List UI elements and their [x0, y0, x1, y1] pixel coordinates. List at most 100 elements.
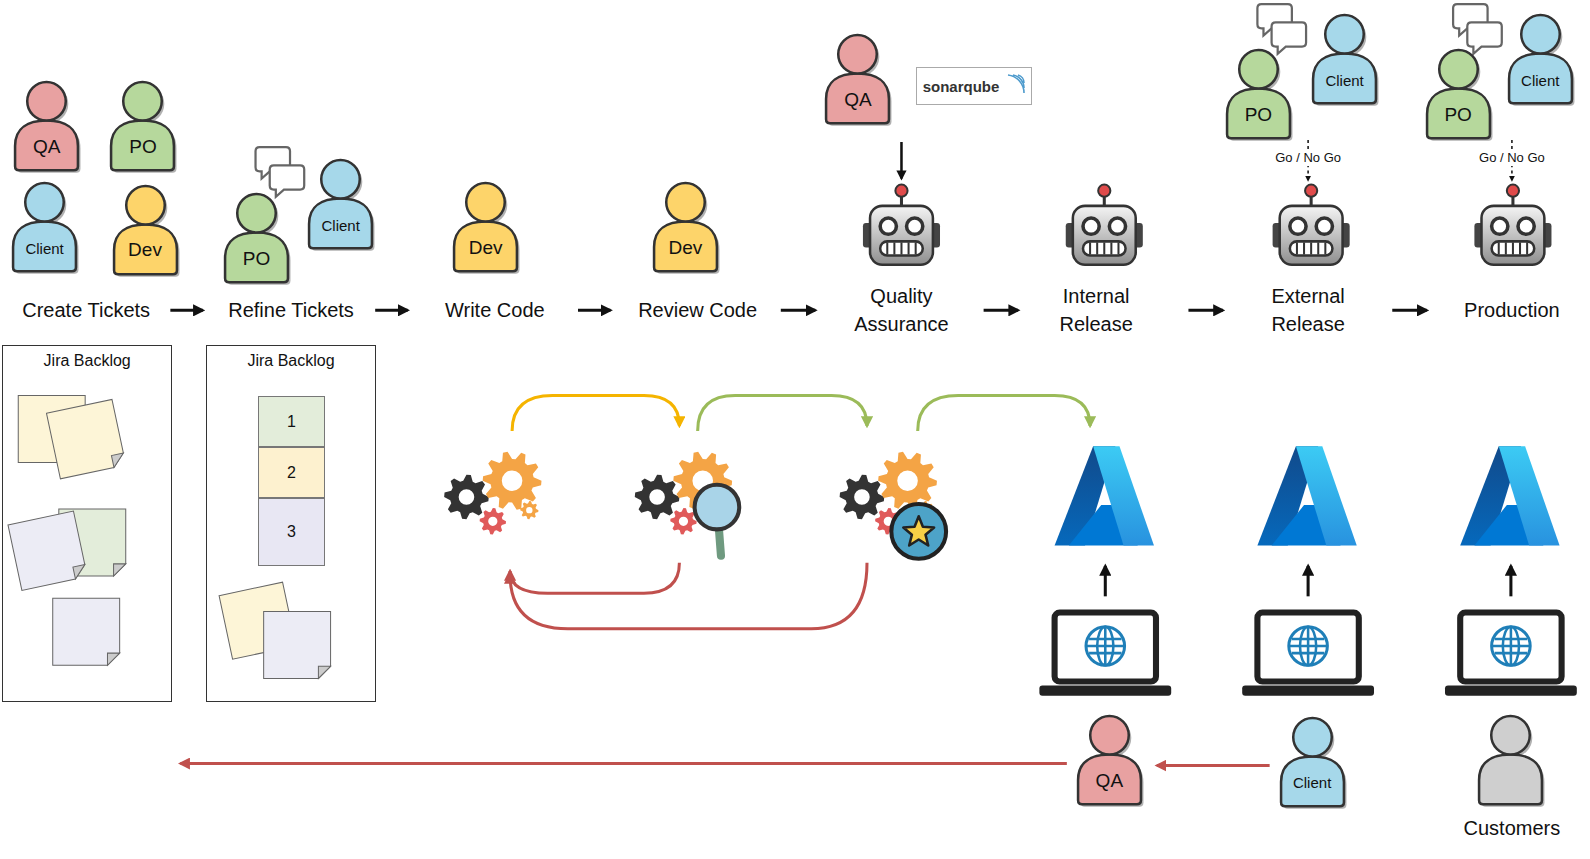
tool-logo: sonarqube: [916, 67, 1033, 106]
robot-grill: [1526, 242, 1528, 254]
sticky-note: [264, 612, 331, 679]
laptop-screen: [1055, 613, 1156, 682]
gate-label: Go / No Go: [1477, 150, 1547, 166]
person-body: [13, 222, 76, 272]
robot-head: [870, 206, 933, 265]
flow-arrow: [1392, 309, 1426, 312]
person-label-area: Client: [304, 204, 377, 247]
person-node: PO: [106, 79, 182, 175]
robot-light: [1507, 185, 1519, 197]
backlog-card: 2: [258, 447, 326, 498]
person-body: [1509, 54, 1572, 104]
note-fold: [114, 564, 126, 576]
laptop-screen: [1257, 613, 1358, 682]
person-label: Dev: [669, 237, 703, 259]
person-head: [27, 82, 66, 121]
globe: [1492, 627, 1531, 666]
person-label: PO: [1245, 104, 1272, 126]
gear: [483, 452, 542, 510]
person-head: [1521, 15, 1560, 54]
robot-eye: [1290, 218, 1306, 234]
box-heading-area: Jira Backlog: [207, 352, 375, 370]
gear: [444, 475, 489, 520]
box-heading: Jira Backlog: [3, 352, 171, 370]
robot-grill: [886, 242, 888, 254]
person-node: Dev: [649, 180, 725, 276]
robot-mouth: [1083, 241, 1126, 255]
person-head: [1293, 718, 1332, 757]
robot-eye: [1316, 218, 1332, 234]
robot-head: [1280, 206, 1343, 265]
person-node: PO: [220, 191, 296, 287]
person-node: PO: [1222, 47, 1298, 143]
robot-icon: [1066, 185, 1143, 265]
magnifier-lens: [695, 485, 740, 530]
gear: [878, 452, 937, 510]
stage-label: Production: [1446, 296, 1578, 324]
robot-mouth: [1492, 241, 1535, 255]
laptop-icon: [1445, 613, 1577, 696]
person-icon: [1073, 713, 1149, 809]
person-node: Customers: [1456, 713, 1568, 843]
laptop-base: [1039, 686, 1171, 696]
robot-grill: [1505, 242, 1507, 254]
note-fold: [318, 666, 330, 678]
robot-light: [1305, 185, 1317, 197]
backlog-box: Jira Backlog123: [206, 345, 376, 702]
note-fold: [111, 453, 125, 467]
person-label-area: QA: [1073, 760, 1146, 803]
person-body: [1313, 54, 1376, 104]
stage-label: Internal Release: [1040, 282, 1152, 338]
logo-wave: [1008, 75, 1024, 93]
deploy-arrow: [1307, 566, 1310, 596]
person-label: Client: [1325, 72, 1363, 89]
person-label: Client: [25, 240, 63, 257]
person-icon: [649, 180, 725, 276]
gear: [480, 508, 506, 534]
stage-label: External Release: [1247, 282, 1369, 338]
deploy-arrow: [1104, 566, 1107, 596]
robot-eye: [880, 218, 896, 234]
speech-bubble: [1272, 22, 1306, 53]
flow-arrow: [170, 309, 202, 312]
azure-logo: [1460, 446, 1559, 545]
person-icon: [1308, 12, 1384, 108]
globe: [1510, 627, 1513, 666]
person-body: [1427, 88, 1490, 138]
speech-bubble: [1467, 22, 1501, 53]
person-label-area: Client: [1276, 762, 1349, 805]
star: [903, 516, 934, 545]
globe: [1307, 627, 1310, 666]
person-label-area: Client: [8, 227, 81, 270]
stage-label: Create Tickets: [5, 296, 167, 324]
speech-bubbles: [1257, 4, 1306, 54]
person-caption-area: Customers: [1456, 817, 1568, 840]
robot-mouth: [1290, 241, 1333, 255]
robot-grill: [1089, 242, 1091, 254]
person-label-area: Client: [1504, 59, 1577, 102]
flow-arrow: [375, 309, 407, 312]
note-fold: [73, 565, 87, 579]
speech-bubbles: [1453, 4, 1502, 54]
robot-grill: [1324, 242, 1326, 254]
person-body: [114, 224, 177, 274]
gear: [670, 508, 696, 534]
person-node: Dev: [109, 183, 185, 279]
person-icon: [304, 157, 380, 253]
robot-grill: [908, 242, 910, 254]
cycle-arrow: [512, 396, 679, 431]
person-head: [126, 186, 165, 225]
gear: [520, 501, 538, 519]
person-head: [1491, 716, 1530, 755]
person-node: Client: [1276, 715, 1352, 811]
laptop-icon: [1242, 613, 1374, 696]
person-body: [654, 222, 717, 272]
person-body: [454, 222, 517, 272]
person-body: [225, 232, 288, 282]
robot-grill: [1310, 242, 1312, 254]
person-icon: [10, 79, 86, 175]
backlog-box: Jira Backlog: [2, 345, 172, 702]
feedback-arrow: [1157, 764, 1270, 767]
robot-grill: [1512, 242, 1514, 254]
